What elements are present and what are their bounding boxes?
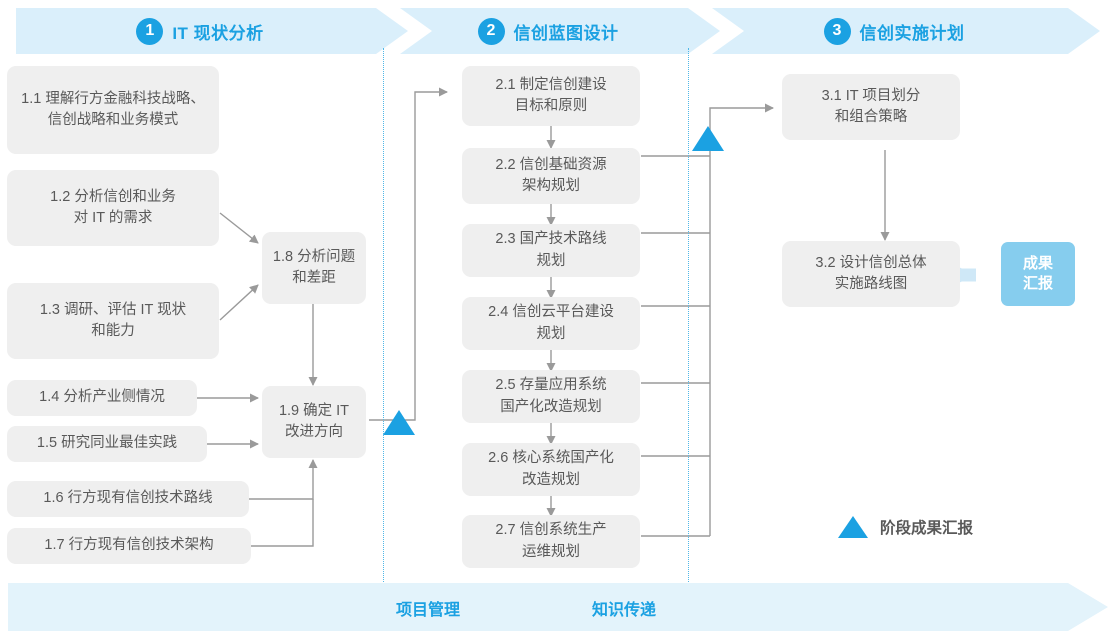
bottom-band — [8, 583, 1108, 631]
phase-number: 3 — [823, 17, 851, 45]
legend: 阶段成果汇报 — [838, 516, 973, 538]
bottom-label-project-management: 项目管理 — [396, 602, 461, 619]
process-box-2-5[interactable]: 2.5 存量应用系统 国产化改造规划 — [462, 370, 640, 423]
phase-title: 信创实施计划 — [859, 23, 965, 43]
phase-title: IT 现状分析 — [172, 23, 264, 43]
phase-number: 2 — [477, 17, 505, 45]
phase-title: 信创蓝图设计 — [513, 23, 619, 43]
process-box-1-4[interactable]: 1.4 分析产业侧情况 — [7, 380, 197, 416]
process-box-1-2[interactable]: 1.2 分析信创和业务 对 IT 的需求 — [7, 170, 219, 246]
conn-13-18 — [219, 284, 259, 321]
process-box-1-3[interactable]: 1.3 调研、评估 IT 现状 和能力 — [7, 283, 219, 359]
process-box-1-9[interactable]: 1.9 确定 IT 改进方向 — [262, 386, 366, 458]
phase-band-1[interactable]: 1 IT 现状分析 — [16, 8, 408, 54]
milestone-triangle-icon — [838, 516, 868, 538]
phase-number: 1 — [136, 17, 164, 45]
process-box-1-7[interactable]: 1.7 行方现有信创技术架构 — [7, 528, 251, 564]
phase-divider-1-2 — [383, 48, 384, 582]
milestone-triangle-phase1 — [383, 410, 415, 435]
process-box-2-7[interactable]: 2.7 信创系统生产 运维规划 — [462, 515, 640, 568]
process-box-1-6[interactable]: 1.6 行方现有信创技术路线 — [7, 481, 249, 517]
conn-12-18 — [219, 212, 259, 244]
legend-label: 阶段成果汇报 — [880, 520, 974, 537]
conn-bus-31 — [709, 103, 774, 536]
process-box-3-2[interactable]: 3.2 设计信创总体 实施路线图 — [782, 241, 960, 307]
process-box-1-8[interactable]: 1.8 分析问题 和差距 — [262, 232, 366, 304]
process-box-1-1[interactable]: 1.1 理解行方金融科技战略、 信创战略和业务模式 — [7, 66, 219, 154]
process-box-2-3[interactable]: 2.3 国产技术路线 规划 — [462, 224, 640, 277]
process-box-2-2[interactable]: 2.2 信创基础资源 架构规划 — [462, 148, 640, 204]
phase-band-2[interactable]: 2 信创蓝图设计 — [400, 8, 720, 54]
conn-19-21 — [369, 87, 448, 421]
phase-divider-2-3 — [688, 48, 689, 582]
process-box-3-1[interactable]: 3.1 IT 项目划分 和组合策略 — [782, 74, 960, 140]
process-box-2-4[interactable]: 2.4 信创云平台建设 规划 — [462, 297, 640, 350]
milestone-triangle-phase2 — [692, 126, 724, 151]
process-box-1-5[interactable]: 1.5 研究同业最佳实践 — [7, 426, 207, 462]
process-box-2-1[interactable]: 2.1 制定信创建设 目标和原则 — [462, 66, 640, 126]
bottom-label-knowledge-transfer: 知识传递 — [592, 602, 657, 619]
result-badge[interactable]: 成果 汇报 — [1001, 242, 1075, 306]
conn-16-19 — [248, 459, 318, 500]
process-box-2-6[interactable]: 2.6 核心系统国产化 改造规划 — [462, 443, 640, 496]
conn-17-19 — [250, 499, 314, 547]
phase-band-3[interactable]: 3 信创实施计划 — [712, 8, 1100, 54]
